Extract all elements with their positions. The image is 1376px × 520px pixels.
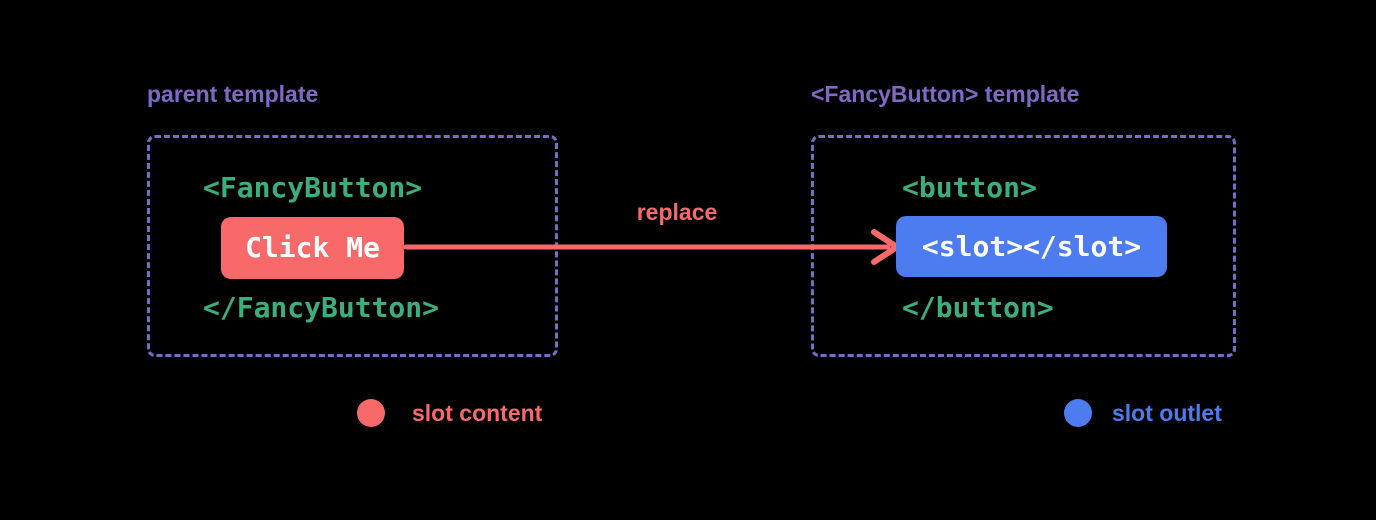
legend-slot-outlet-label: slot outlet: [1112, 399, 1222, 426]
fancybutton-close-tag: </FancyButton>: [203, 291, 440, 324]
fancybutton-template-title: <FancyButton> template: [811, 81, 1080, 107]
legend-slot-outlet: slot outlet: [1064, 399, 1222, 427]
slot-content-dot-icon: [357, 399, 385, 427]
click-me-slot-content-chip: Click Me: [221, 217, 404, 279]
fancybutton-open-tag: <FancyButton>: [203, 171, 423, 204]
slot-outlet-dot-icon: [1064, 399, 1092, 427]
replace-label: replace: [636, 199, 718, 225]
slot-outlet-chip: <slot></slot>: [896, 216, 1167, 277]
parent-template-title: parent template: [147, 81, 319, 107]
legend-slot-content-label: slot content: [412, 399, 543, 426]
button-close-tag: </button>: [902, 291, 1054, 324]
replace-arrow-icon: [404, 229, 900, 265]
button-open-tag: <button>: [902, 171, 1037, 204]
legend-slot-content: slot content: [357, 399, 542, 427]
